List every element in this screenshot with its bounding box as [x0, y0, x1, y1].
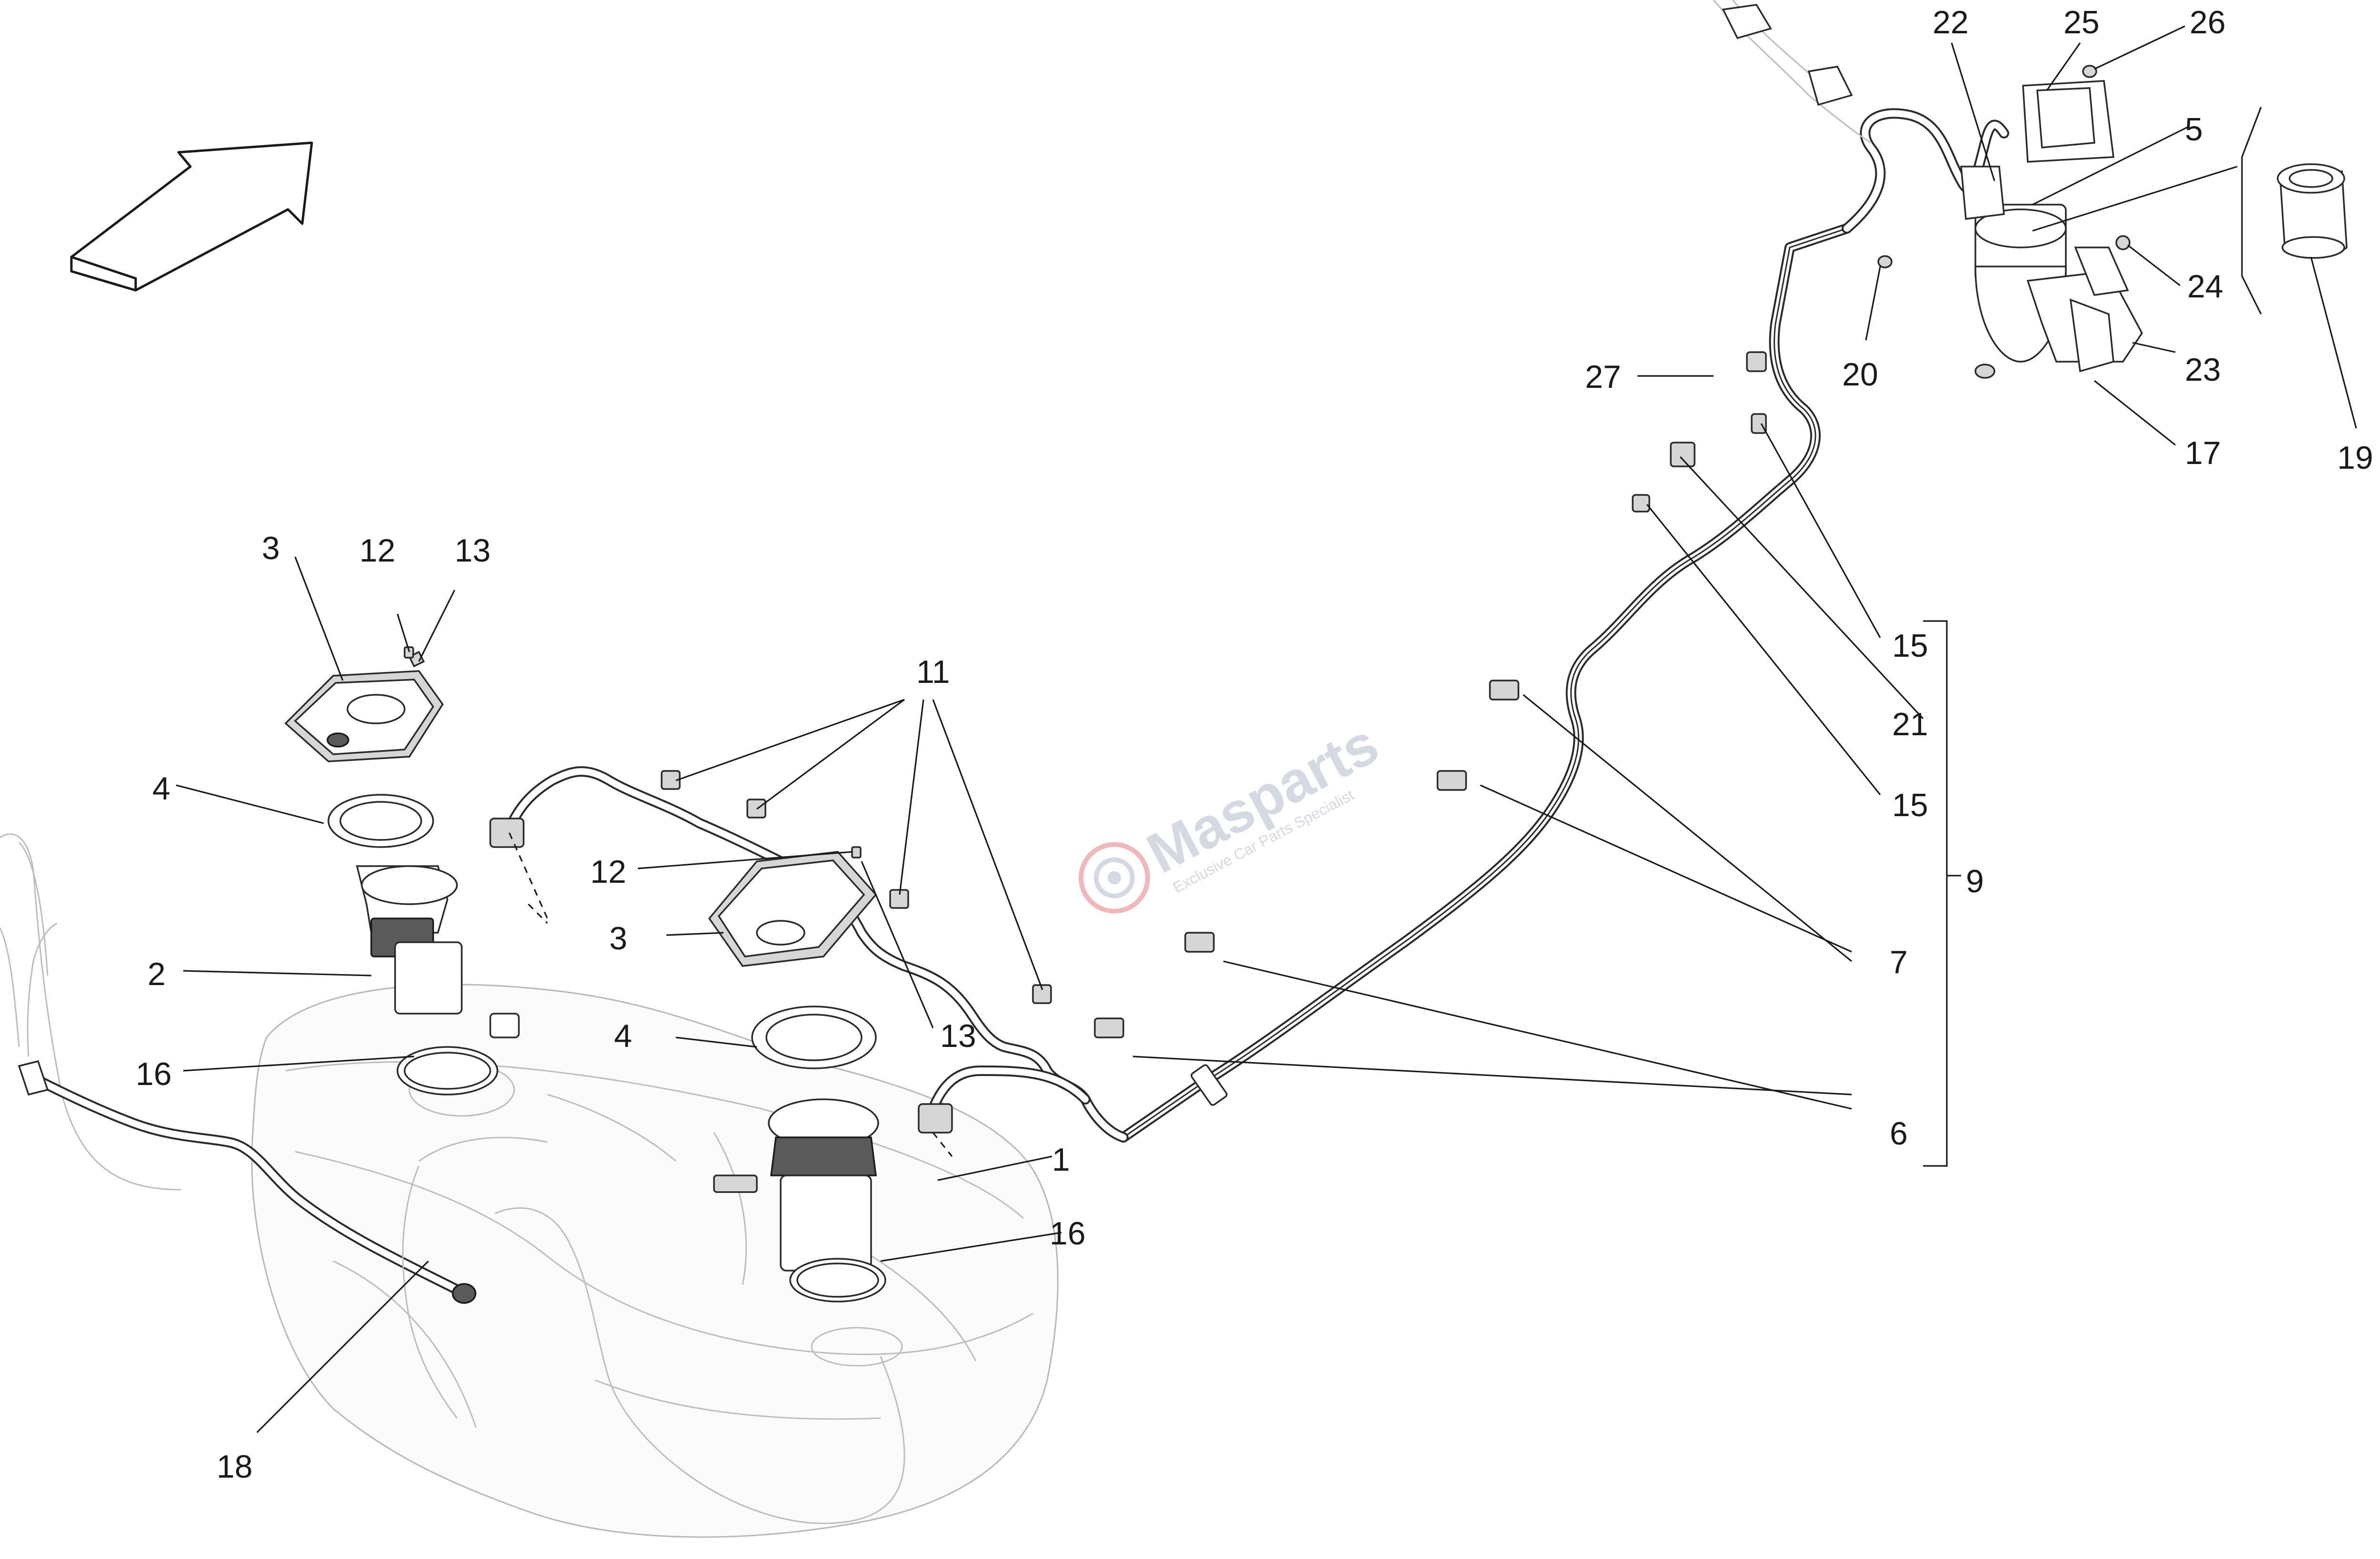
callout-13-center: 13: [940, 1018, 976, 1054]
direction-arrow-icon: [70, 141, 313, 292]
center-pump-module: [708, 851, 886, 1302]
callout-12-center: 12: [590, 854, 626, 890]
callout-4-center: 4: [614, 1018, 632, 1054]
callout-21: 21: [1892, 706, 1928, 742]
callout-19: 19: [2337, 440, 2373, 476]
callout-5: 5: [2185, 111, 2203, 148]
left-pump-module: [284, 651, 520, 1095]
watermark: Masparts Exclusive Car Parts Specialist: [1079, 711, 1388, 914]
callout-18: 18: [217, 1449, 253, 1485]
gear-logo-icon: [1079, 842, 1150, 914]
fuel-filter-assembly: [1877, 65, 2348, 379]
group-brackets: [1923, 107, 2262, 1167]
callout-12-left: 12: [359, 533, 396, 569]
callout-20: 20: [1842, 356, 1878, 393]
filler-pipe: [18, 922, 476, 1304]
callout-16-center: 16: [1050, 1215, 1086, 1252]
callout-13-left: 13: [455, 533, 491, 569]
callout-17: 17: [2185, 435, 2221, 471]
fuel-line-assembly: [489, 0, 2009, 1143]
callout-15-upper: 15: [1892, 628, 1928, 664]
callout-22: 22: [1933, 4, 1969, 40]
pipe-clips: [404, 351, 1767, 1038]
callout-4-left: 4: [152, 770, 170, 807]
callout-3-center: 3: [609, 920, 627, 957]
callout-25: 25: [2063, 4, 2100, 40]
callout-24: 24: [2187, 268, 2223, 305]
callout-2: 2: [148, 956, 166, 992]
callout-15-lower: 15: [1892, 787, 1928, 823]
callout-7: 7: [1890, 944, 1908, 980]
callout-11: 11: [916, 654, 950, 690]
leader-lines: [176, 25, 2357, 1433]
fuel-tank-outline: [0, 833, 1059, 1538]
callout-23: 23: [2185, 352, 2221, 388]
callout-16-left: 16: [136, 1056, 172, 1092]
callout-3-left: 3: [262, 530, 280, 566]
callout-1: 1: [1052, 1142, 1070, 1178]
callout-27: 27: [1585, 359, 1621, 395]
callout-9: 9: [1966, 863, 1984, 899]
callout-labels: 1 2 3 3 4 4 5 6 7 9 11 12 12 13 13 15 15…: [136, 4, 2373, 1485]
callout-6: 6: [1890, 1115, 1908, 1152]
callout-26: 26: [2190, 4, 2226, 40]
